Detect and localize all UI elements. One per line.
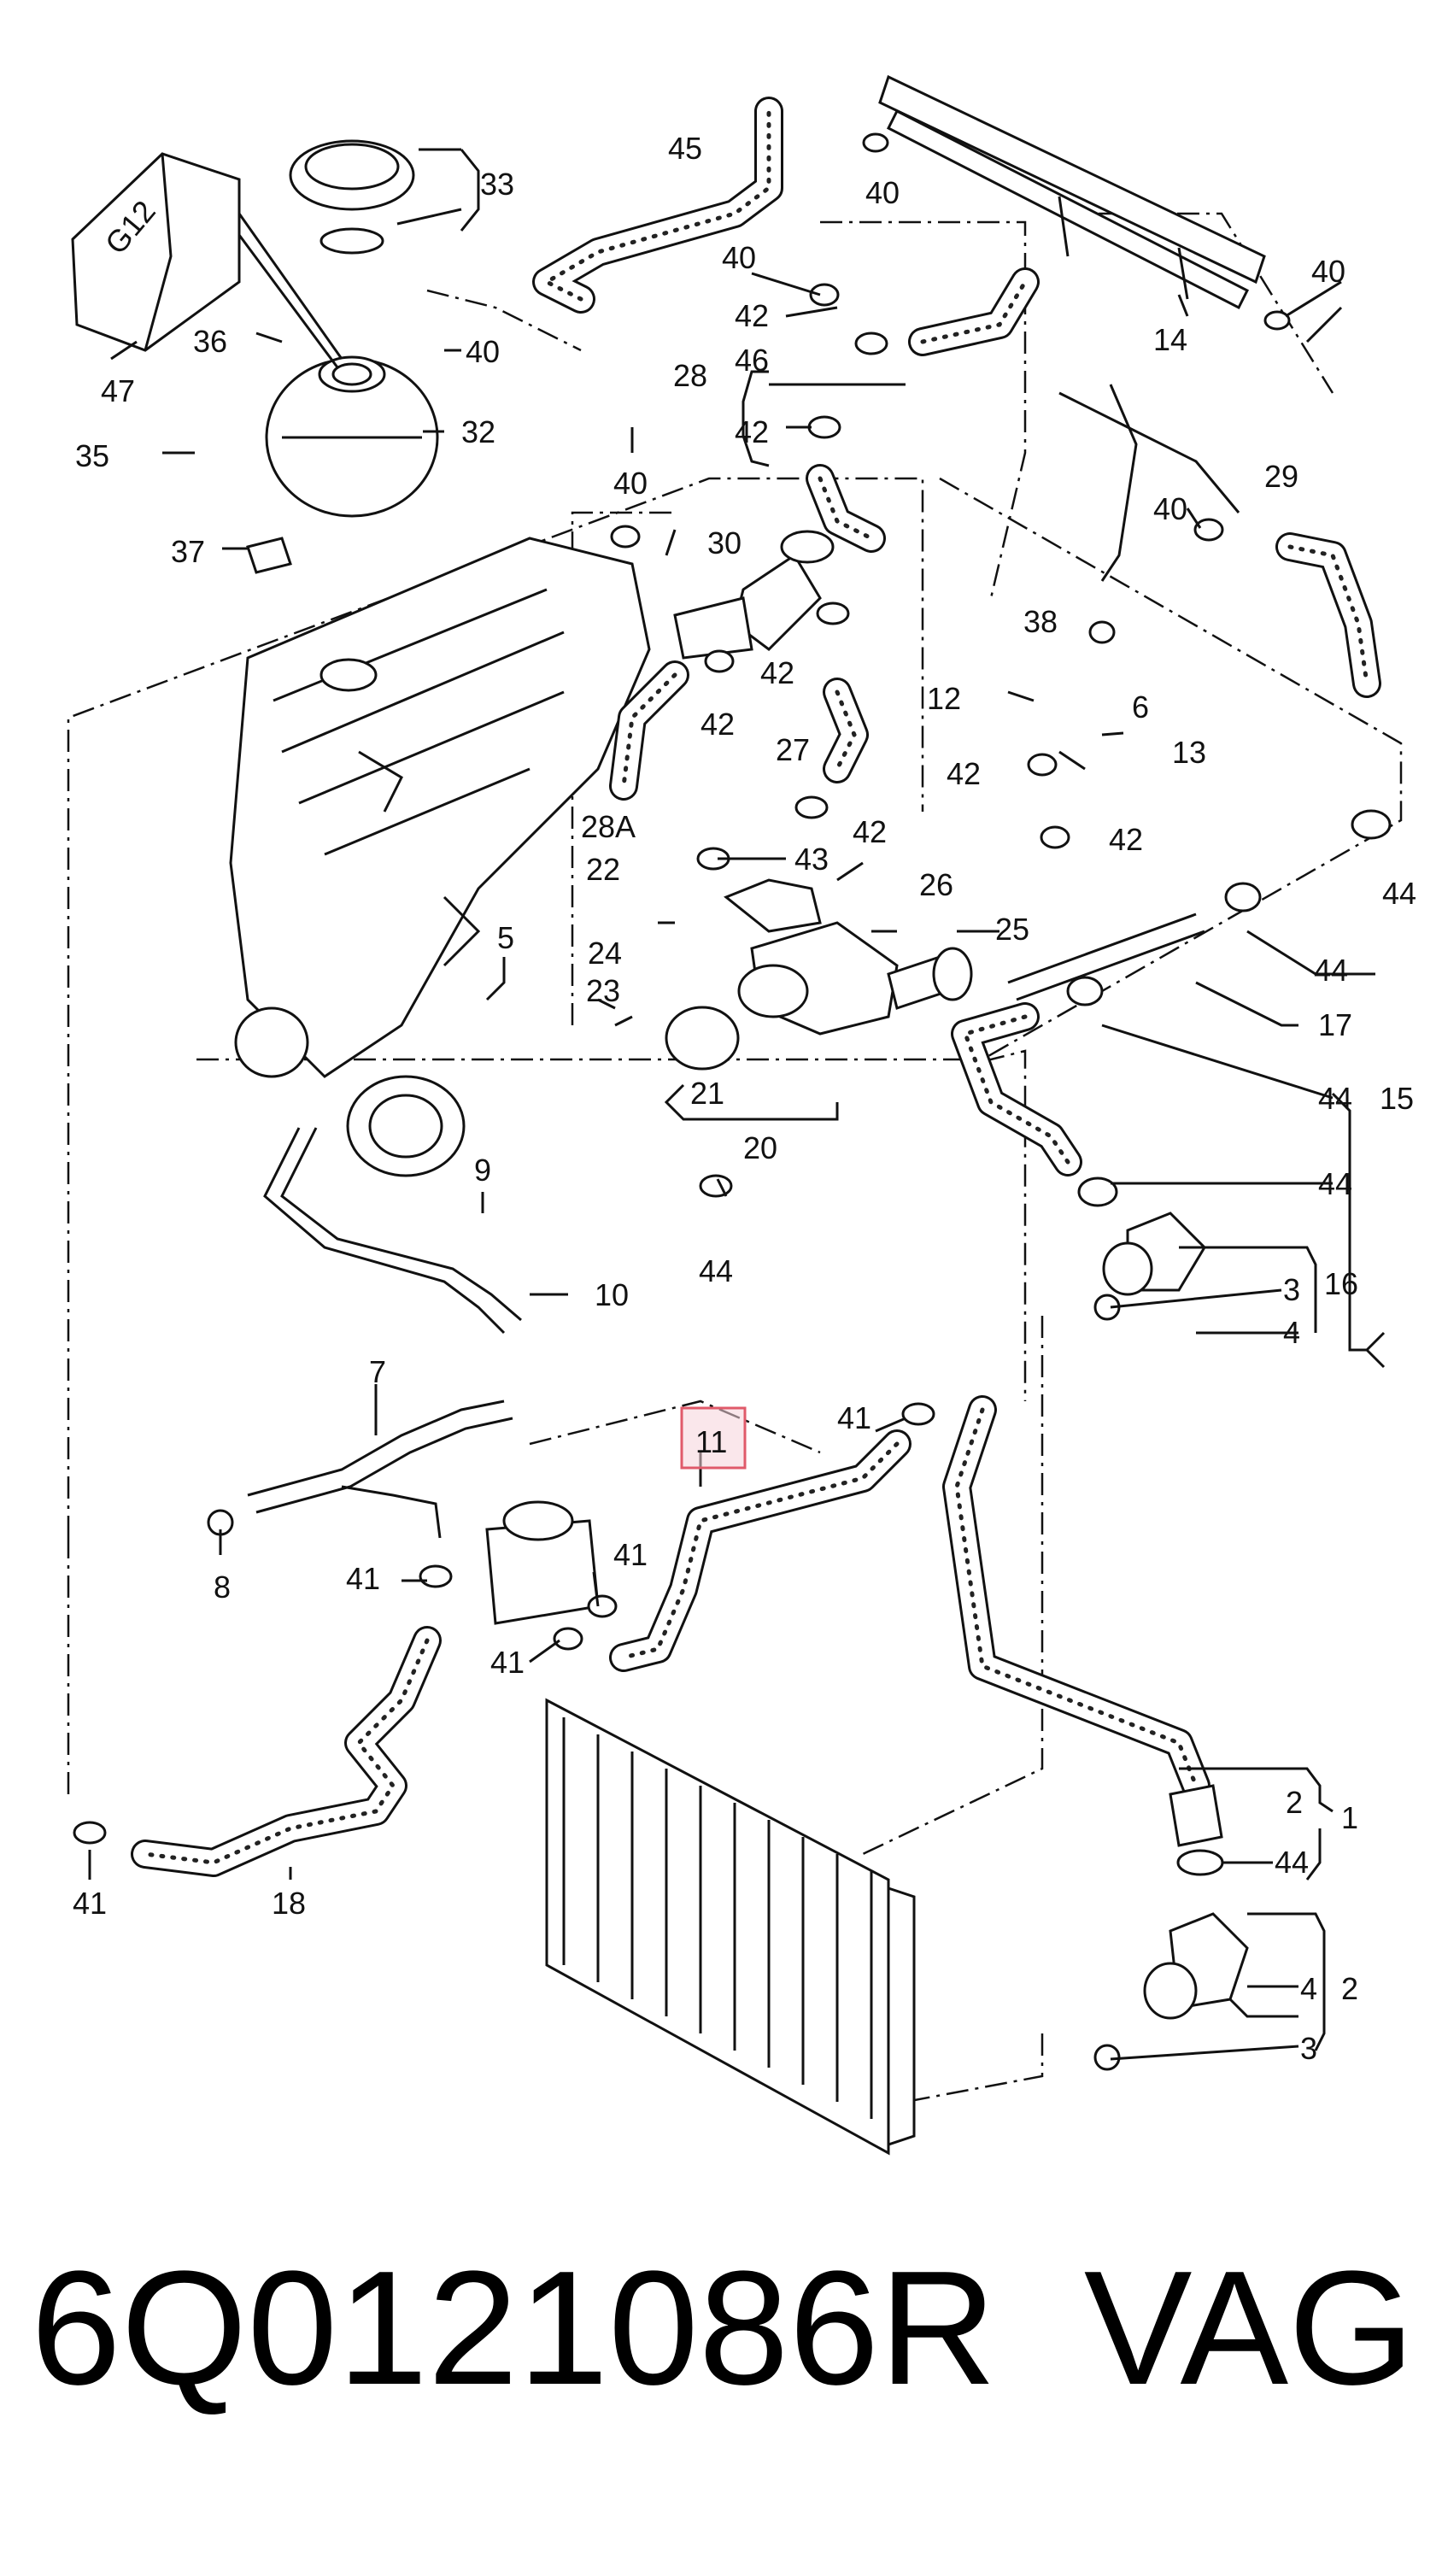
highlight-box: [680, 1406, 747, 1470]
callout-label: 26: [919, 867, 953, 902]
callout-label: 41: [490, 1645, 525, 1680]
coolant-jug: G12: [71, 152, 343, 368]
connectors: [1102, 1212, 1249, 2020]
callout-label: 46: [735, 343, 769, 378]
callout-label: 33: [480, 167, 514, 202]
clamps: [73, 132, 1392, 2071]
radiator: [545, 1698, 916, 2156]
callout-label: 15: [1380, 1081, 1414, 1116]
callout-label: 29: [1264, 459, 1298, 494]
callout-label: 42: [947, 756, 981, 791]
callout-label: 5: [497, 920, 514, 955]
callout-label: 13: [1172, 735, 1206, 770]
callout-label: 36: [193, 324, 227, 359]
callout-label: 2: [1286, 1785, 1303, 1820]
callout-label: 40: [865, 175, 900, 210]
callout-label: 43: [794, 842, 829, 877]
group-frames: [67, 212, 1403, 2104]
callout-label: 42: [735, 298, 769, 333]
callout-label: 24: [588, 936, 622, 971]
expansion-tank: [246, 139, 439, 574]
thermostat-housing: [665, 878, 973, 1071]
callout-label: 44: [1275, 1845, 1309, 1880]
callout-label: 9: [474, 1153, 491, 1188]
callout-label: 25: [995, 912, 1029, 947]
callout-label: 42: [853, 814, 887, 849]
callout-label: 7: [369, 1354, 386, 1389]
callout-label: 40: [1153, 491, 1187, 526]
callout-label: 27: [776, 732, 810, 767]
callout-label: 38: [1023, 604, 1058, 639]
callout-label: 10: [595, 1277, 629, 1312]
auxiliary-tank: [485, 1500, 600, 1625]
leader-lines: [88, 148, 1386, 2061]
callout-label: 44: [1382, 876, 1416, 911]
brand-name: VAG: [1083, 2238, 1415, 2419]
callout-label: 42: [1109, 822, 1143, 857]
callout-label: 18: [272, 1886, 306, 1921]
callout-labels: 45 40 33 40 40 42 46 28 42 14 40 36 47 3…: [73, 131, 1416, 2066]
coolant-pipe-14: [878, 74, 1266, 310]
callout-label: 16: [1324, 1266, 1358, 1301]
callout-label: 30: [707, 525, 742, 560]
callout-label: 28A: [581, 809, 636, 844]
callout-label: 21: [690, 1076, 724, 1111]
callout-label: 22: [586, 852, 620, 887]
callout-label: 3: [1283, 1272, 1300, 1307]
callout-label: 42: [700, 707, 735, 742]
callout-label: 41: [346, 1561, 380, 1596]
callout-label: 4: [1300, 1971, 1317, 2006]
callout-label: 32: [461, 414, 495, 449]
engine-block: [229, 537, 651, 1177]
callout-label: 1: [1341, 1800, 1358, 1835]
callout-label: 23: [586, 973, 620, 1008]
callout-label: 41: [837, 1400, 871, 1435]
diagram-drawing: G12: [67, 74, 1416, 2156]
housing-30: [673, 530, 835, 660]
callout-label: 44: [699, 1253, 733, 1288]
hoses: [131, 97, 1381, 1877]
callout-label: 44: [1318, 1081, 1352, 1116]
callout-label: 17: [1318, 1007, 1352, 1042]
callout-label: 14: [1153, 322, 1187, 357]
callout-label: 47: [101, 373, 135, 408]
callout-label: 40: [722, 240, 756, 275]
callout-label: 41: [613, 1537, 648, 1572]
part-number: 6Q0121086R: [31, 2238, 997, 2419]
callout-label: 40: [466, 334, 500, 369]
callout-label: 37: [171, 534, 205, 569]
callout-label: 44: [1314, 953, 1348, 988]
callout-label: 44: [1318, 1166, 1352, 1201]
callout-label: 40: [1311, 254, 1345, 289]
footer: 6Q0121086R VAG: [31, 2247, 1415, 2435]
callout-label: 2: [1341, 1971, 1358, 2006]
callout-label: 42: [760, 655, 794, 690]
callout-label: 40: [613, 466, 648, 501]
callout-label: 11: [695, 1424, 727, 1459]
callout-label: 45: [668, 131, 702, 166]
rigid-pipes: [247, 384, 1240, 1539]
callout-label: 20: [743, 1130, 777, 1165]
callout-label: 6: [1132, 689, 1149, 725]
callout-label: 3: [1300, 2031, 1317, 2066]
callout-label: 8: [214, 1570, 231, 1605]
callout-label: 4: [1283, 1315, 1300, 1350]
callout-label: 35: [75, 438, 109, 473]
callout-label: 42: [735, 414, 769, 449]
callout-label: 12: [927, 681, 961, 716]
callout-label: 41: [73, 1886, 107, 1921]
callout-label: 28: [673, 358, 707, 393]
